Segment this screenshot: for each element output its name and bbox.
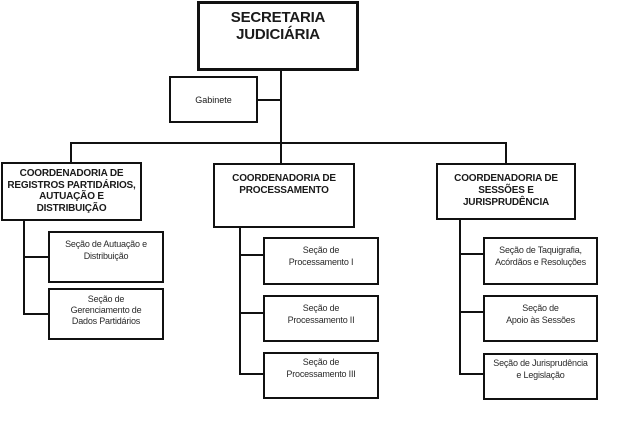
coord-label-line: COORDENADORIA DE bbox=[19, 168, 124, 179]
connector-coord-2-spine bbox=[239, 226, 241, 375]
connector-sec-2-1 bbox=[239, 254, 264, 256]
section-label-line: Seção de bbox=[302, 303, 340, 313]
section-label-line: Apoio às Sessões bbox=[506, 315, 575, 325]
connector-sec-2-2 bbox=[239, 312, 264, 314]
section-label-line: Seção de Taquigrafia, bbox=[499, 245, 582, 255]
coord-label-line: AUTUAÇÃO E bbox=[39, 191, 104, 202]
connector-sec-3-3 bbox=[459, 373, 484, 375]
coord-node-registros: COORDENADORIA DE REGISTROS PARTIDÁRIOS, … bbox=[1, 162, 142, 221]
connector-coord-3-drop bbox=[505, 142, 507, 164]
section-label-line: Processamento I bbox=[288, 257, 354, 267]
coord-label-line: COORDENADORIA DE bbox=[232, 173, 336, 184]
section-label-line: Dados Partidários bbox=[71, 316, 141, 326]
section-label-line: Seção de Autuação e bbox=[65, 239, 147, 249]
coord-label-line: DISTRIBUIÇÃO bbox=[36, 202, 107, 214]
coord-label-line: JURISPRUDÊNCIA bbox=[462, 197, 550, 208]
section-label-line: Seção de bbox=[302, 357, 340, 367]
section-node: Seção de Taquigrafia, Acórdãos e Resoluç… bbox=[483, 237, 598, 285]
section-node: Seção de Apoio às Sessões bbox=[483, 295, 598, 342]
connector-gabinete bbox=[256, 99, 281, 101]
section-label-line: Seção de bbox=[522, 303, 559, 313]
connector-sec-1-1 bbox=[23, 256, 49, 258]
section-label-line: Gerenciamento de bbox=[70, 305, 142, 315]
coord-node-sessoes-jurisprudencia: COORDENADORIA DE SESSÕES E JURISPRUDÊNCI… bbox=[436, 163, 576, 220]
connector-sec-2-3 bbox=[239, 373, 264, 375]
section-node: Seção de Processamento II bbox=[263, 295, 379, 342]
section-label-line: Seção de bbox=[87, 294, 125, 304]
section-label-line: Distribuição bbox=[83, 251, 129, 261]
section-label-line: Seção de Jurisprudência bbox=[493, 358, 588, 368]
section-label-line: Acórdãos e Resoluções bbox=[495, 257, 586, 267]
connector-coord-2-drop bbox=[280, 142, 282, 164]
section-label-line: Processamento II bbox=[287, 315, 355, 325]
section-node: Seção de Autuação e Distribuição bbox=[48, 231, 164, 283]
coord-label-line: SESSÕES E bbox=[478, 185, 534, 196]
coord-node-processamento: COORDENADORIA DE PROCESSAMENTO bbox=[213, 163, 355, 228]
connector-root-vertical bbox=[280, 69, 282, 144]
section-label-line: Seção de bbox=[302, 245, 340, 255]
section-node: Seção de Gerenciamento de Dados Partidár… bbox=[48, 288, 164, 340]
coord-label-line: COORDENADORIA DE bbox=[454, 173, 558, 184]
root-label-line: SECRETARIA bbox=[230, 9, 326, 26]
connector-coord-1-drop bbox=[70, 142, 72, 163]
section-node: Seção de Jurisprudência e Legislação bbox=[483, 353, 598, 400]
section-label-line: Processamento III bbox=[286, 369, 356, 379]
connector-sec-1-2 bbox=[23, 313, 49, 315]
coord-label-line: PROCESSAMENTO bbox=[239, 185, 329, 196]
connector-sec-3-2 bbox=[459, 311, 484, 313]
section-label-line: e Legislação bbox=[516, 370, 565, 380]
root-node-secretaria-judiciaria: SECRETARIA JUDICIÁRIA bbox=[197, 1, 359, 71]
section-node: Seção de Processamento III bbox=[263, 352, 379, 399]
coord-label-line: REGISTROS PARTIDÁRIOS, bbox=[7, 179, 136, 191]
staff-node-gabinete: Gabinete bbox=[169, 76, 258, 123]
connector-coord-1-spine bbox=[23, 219, 25, 315]
root-label-line: JUDICIÁRIA bbox=[236, 26, 320, 43]
section-node: Seção de Processamento I bbox=[263, 237, 379, 285]
connector-sec-3-1 bbox=[459, 253, 484, 255]
connector-horizontal-bus bbox=[70, 142, 507, 144]
connector-coord-3-spine bbox=[459, 218, 461, 375]
staff-label: Gabinete bbox=[195, 94, 232, 105]
